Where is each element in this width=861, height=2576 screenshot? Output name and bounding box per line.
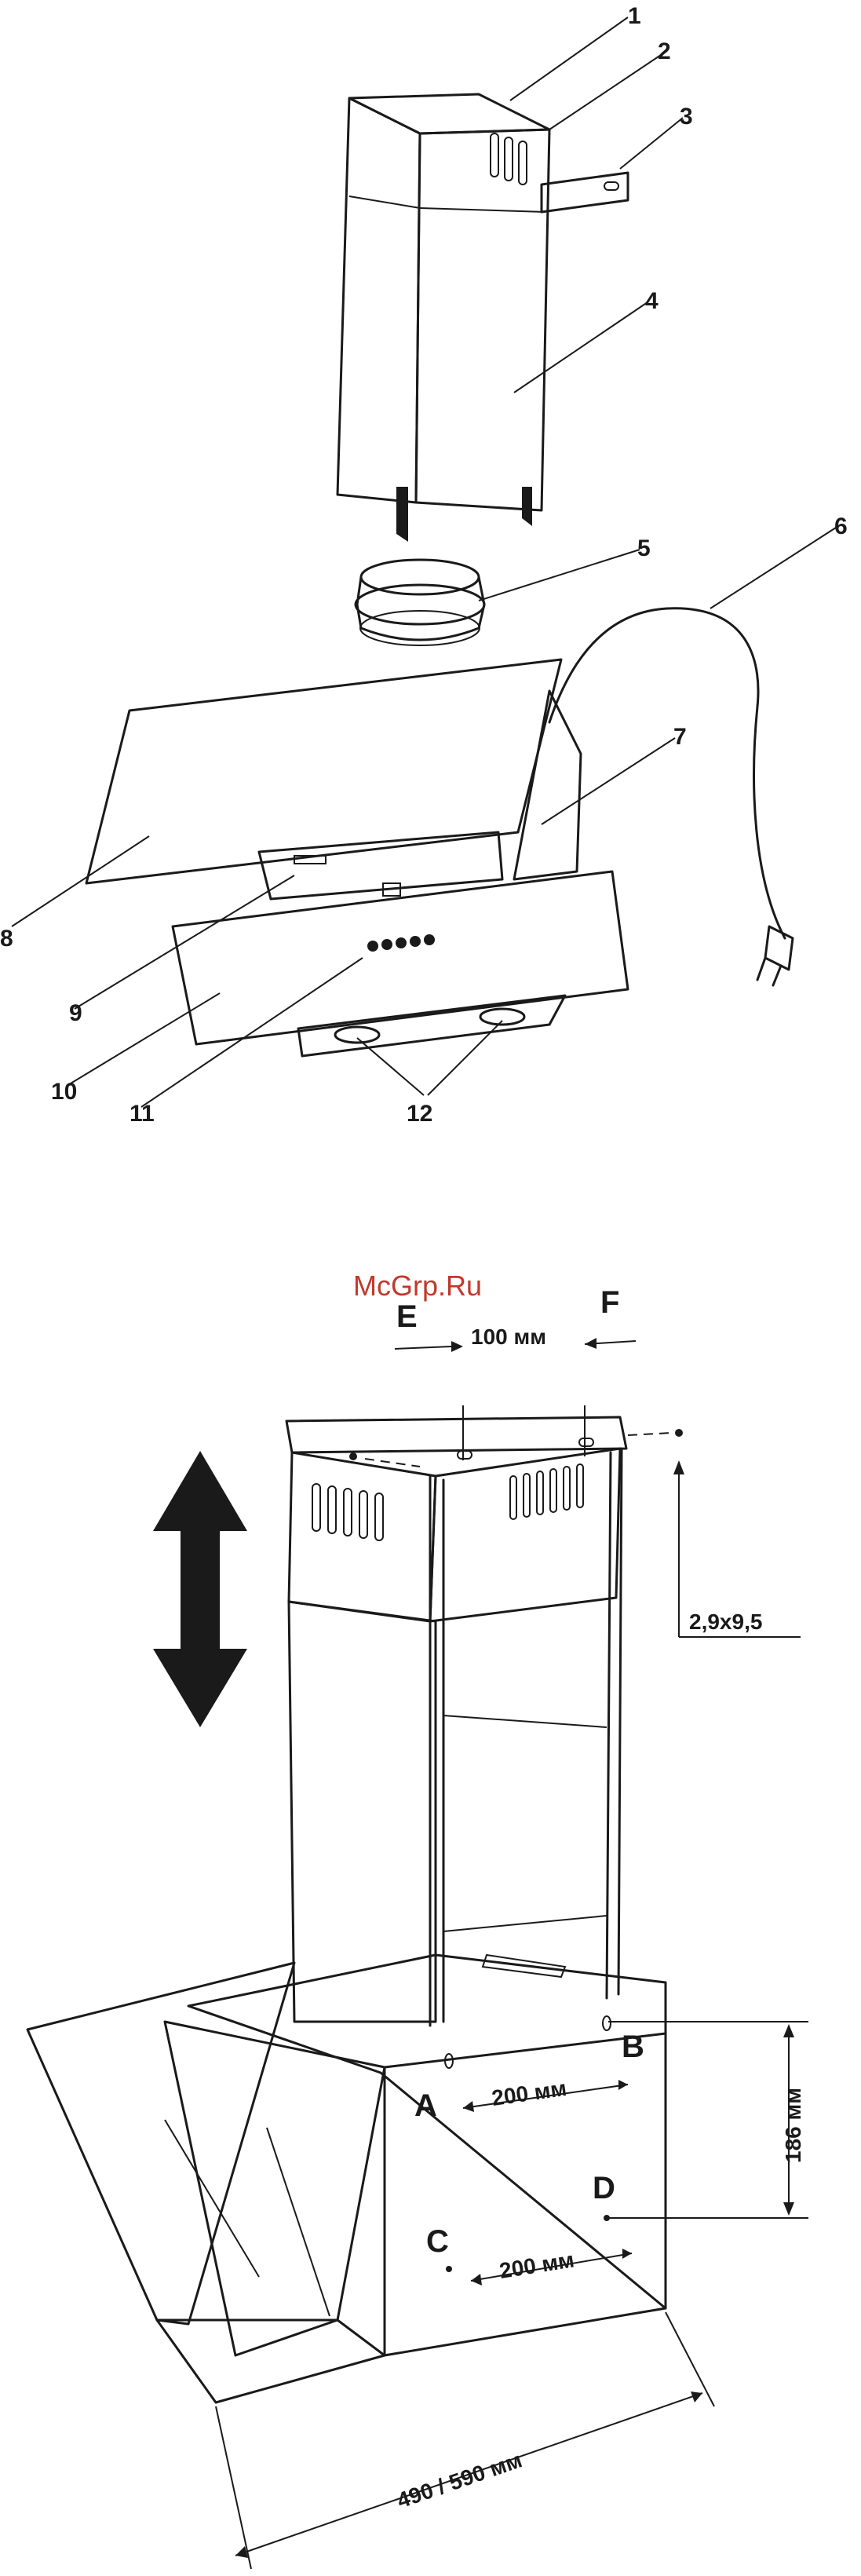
callout-7: 7 — [673, 724, 687, 750]
callout-12: 12 — [407, 1101, 432, 1127]
upper-duct — [286, 1405, 683, 2026]
install-labels: E F 100 мм 2,9x9,5 A B C D 200 мм 200 мм… — [394, 1285, 805, 2513]
callout-8: 8 — [0, 926, 13, 952]
callout-numbers: 1 2 3 4 5 6 7 8 9 10 11 12 — [0, 3, 848, 1127]
callout-3: 3 — [680, 104, 693, 130]
dimension-lines — [216, 1338, 808, 2569]
callout-4: 4 — [645, 288, 659, 314]
duct-adapter — [356, 560, 484, 645]
label-b: B — [622, 2030, 644, 2064]
dim-cd: 200 мм — [498, 2247, 576, 2283]
mount-points — [445, 2016, 611, 2272]
label-c: C — [426, 2224, 449, 2259]
callout-6: 6 — [834, 513, 848, 539]
dim-ef: 100 мм — [471, 1325, 546, 1349]
watermark: McGrp.Ru — [353, 1270, 482, 1302]
control-buttons — [367, 934, 435, 952]
callout-11: 11 — [130, 1101, 155, 1127]
duct-cover — [337, 94, 628, 542]
label-a: A — [414, 2088, 437, 2123]
label-d: D — [593, 2171, 615, 2205]
installation-view: McGrp.Ru — [27, 1270, 808, 2569]
lower-duct — [289, 1602, 607, 2022]
dim-width: 490 / 590 мм — [394, 2447, 525, 2512]
label-e: E — [396, 1299, 418, 1334]
leader-lines — [12, 17, 836, 1107]
hood-body — [86, 660, 628, 1056]
callout-5: 5 — [637, 535, 651, 561]
callout-9: 9 — [69, 1000, 82, 1026]
screw-spec: 2,9x9,5 — [689, 1610, 762, 1634]
exploded-view: 1 2 3 4 5 6 7 8 9 10 11 12 — [0, 3, 848, 1127]
callout-10: 10 — [51, 1079, 77, 1105]
callout-2: 2 — [658, 38, 671, 64]
label-f: F — [600, 1285, 619, 1320]
callout-1: 1 — [628, 3, 641, 29]
dim-ab: 200 мм — [491, 2076, 568, 2110]
power-cable — [549, 608, 793, 985]
dim-bd: 186 мм — [781, 2088, 805, 2163]
adjust-arrow-icon — [153, 1451, 247, 1727]
